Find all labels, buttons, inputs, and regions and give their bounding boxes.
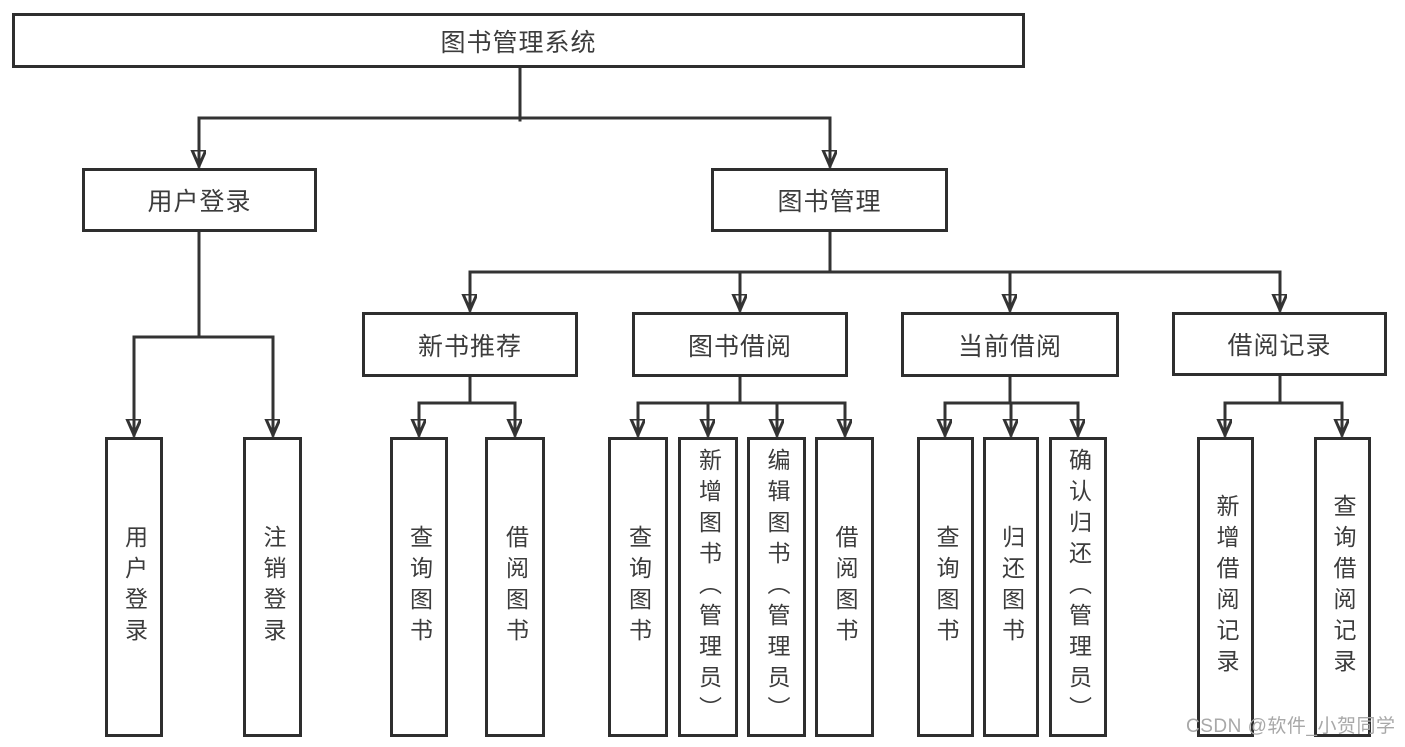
node-user-login: 用户登录 [82,168,317,232]
leaf-borrow-books-2: 借阅图书 [815,437,874,737]
leaf-confirm-return-admin: 确认归还（管理员） [1049,437,1107,737]
node-label: 图书管理系统 [440,28,597,57]
leaf-label: 归还图书 [998,525,1025,649]
leaf-label: 新增图书（管理员） [695,447,722,727]
leaf-label: 查询借阅记录 [1330,494,1356,680]
leaf-logout: 注销登录 [243,437,302,737]
node-label: 新书推荐 [417,332,522,361]
leaf-label: 编辑图书（管理员） [764,447,790,727]
leaf-add-borrow-record: 新增借阅记录 [1197,437,1254,737]
node-label: 借阅记录 [1227,332,1332,360]
leaf-edit-book-admin: 编辑图书（管理员） [747,437,806,737]
node-label: 用户登录 [147,188,252,216]
leaf-return-books: 归还图书 [983,437,1039,737]
leaf-query-books-1: 查询图书 [390,437,448,737]
csdn-watermark: CSDN @软件_小贺同学 [1186,716,1396,737]
leaf-label: 查询图书 [933,525,959,649]
leaf-user-login: 用户登录 [105,437,163,737]
leaf-label: 查询图书 [406,525,433,649]
node-label: 当前借阅 [957,332,1062,361]
node-label: 图书借阅 [687,332,792,361]
leaf-query-books-3: 查询图书 [917,437,974,737]
leaf-label: 借阅图书 [832,525,858,649]
leaf-label: 新增借阅记录 [1213,494,1239,680]
leaf-query-books-2: 查询图书 [608,437,668,737]
leaf-query-borrow-record: 查询借阅记录 [1314,437,1371,737]
node-book-borrowing: 图书借阅 [632,312,848,377]
node-current-borrowing: 当前借阅 [901,312,1119,377]
node-new-book-recommendation: 新书推荐 [362,312,578,377]
leaf-add-book-admin: 新增图书（管理员） [678,437,738,737]
leaf-label: 借阅图书 [502,525,529,649]
leaf-label: 用户登录 [121,525,148,649]
node-library-management-system: 图书管理系统 [12,13,1025,68]
leaf-label: 确认归还（管理员） [1065,447,1092,727]
node-book-management: 图书管理 [711,168,948,232]
node-borrowing-records: 借阅记录 [1172,312,1387,376]
node-label: 图书管理 [777,188,882,216]
leaf-label: 注销登录 [260,525,286,649]
leaf-label: 查询图书 [625,525,652,649]
leaf-borrow-books-1: 借阅图书 [485,437,545,737]
